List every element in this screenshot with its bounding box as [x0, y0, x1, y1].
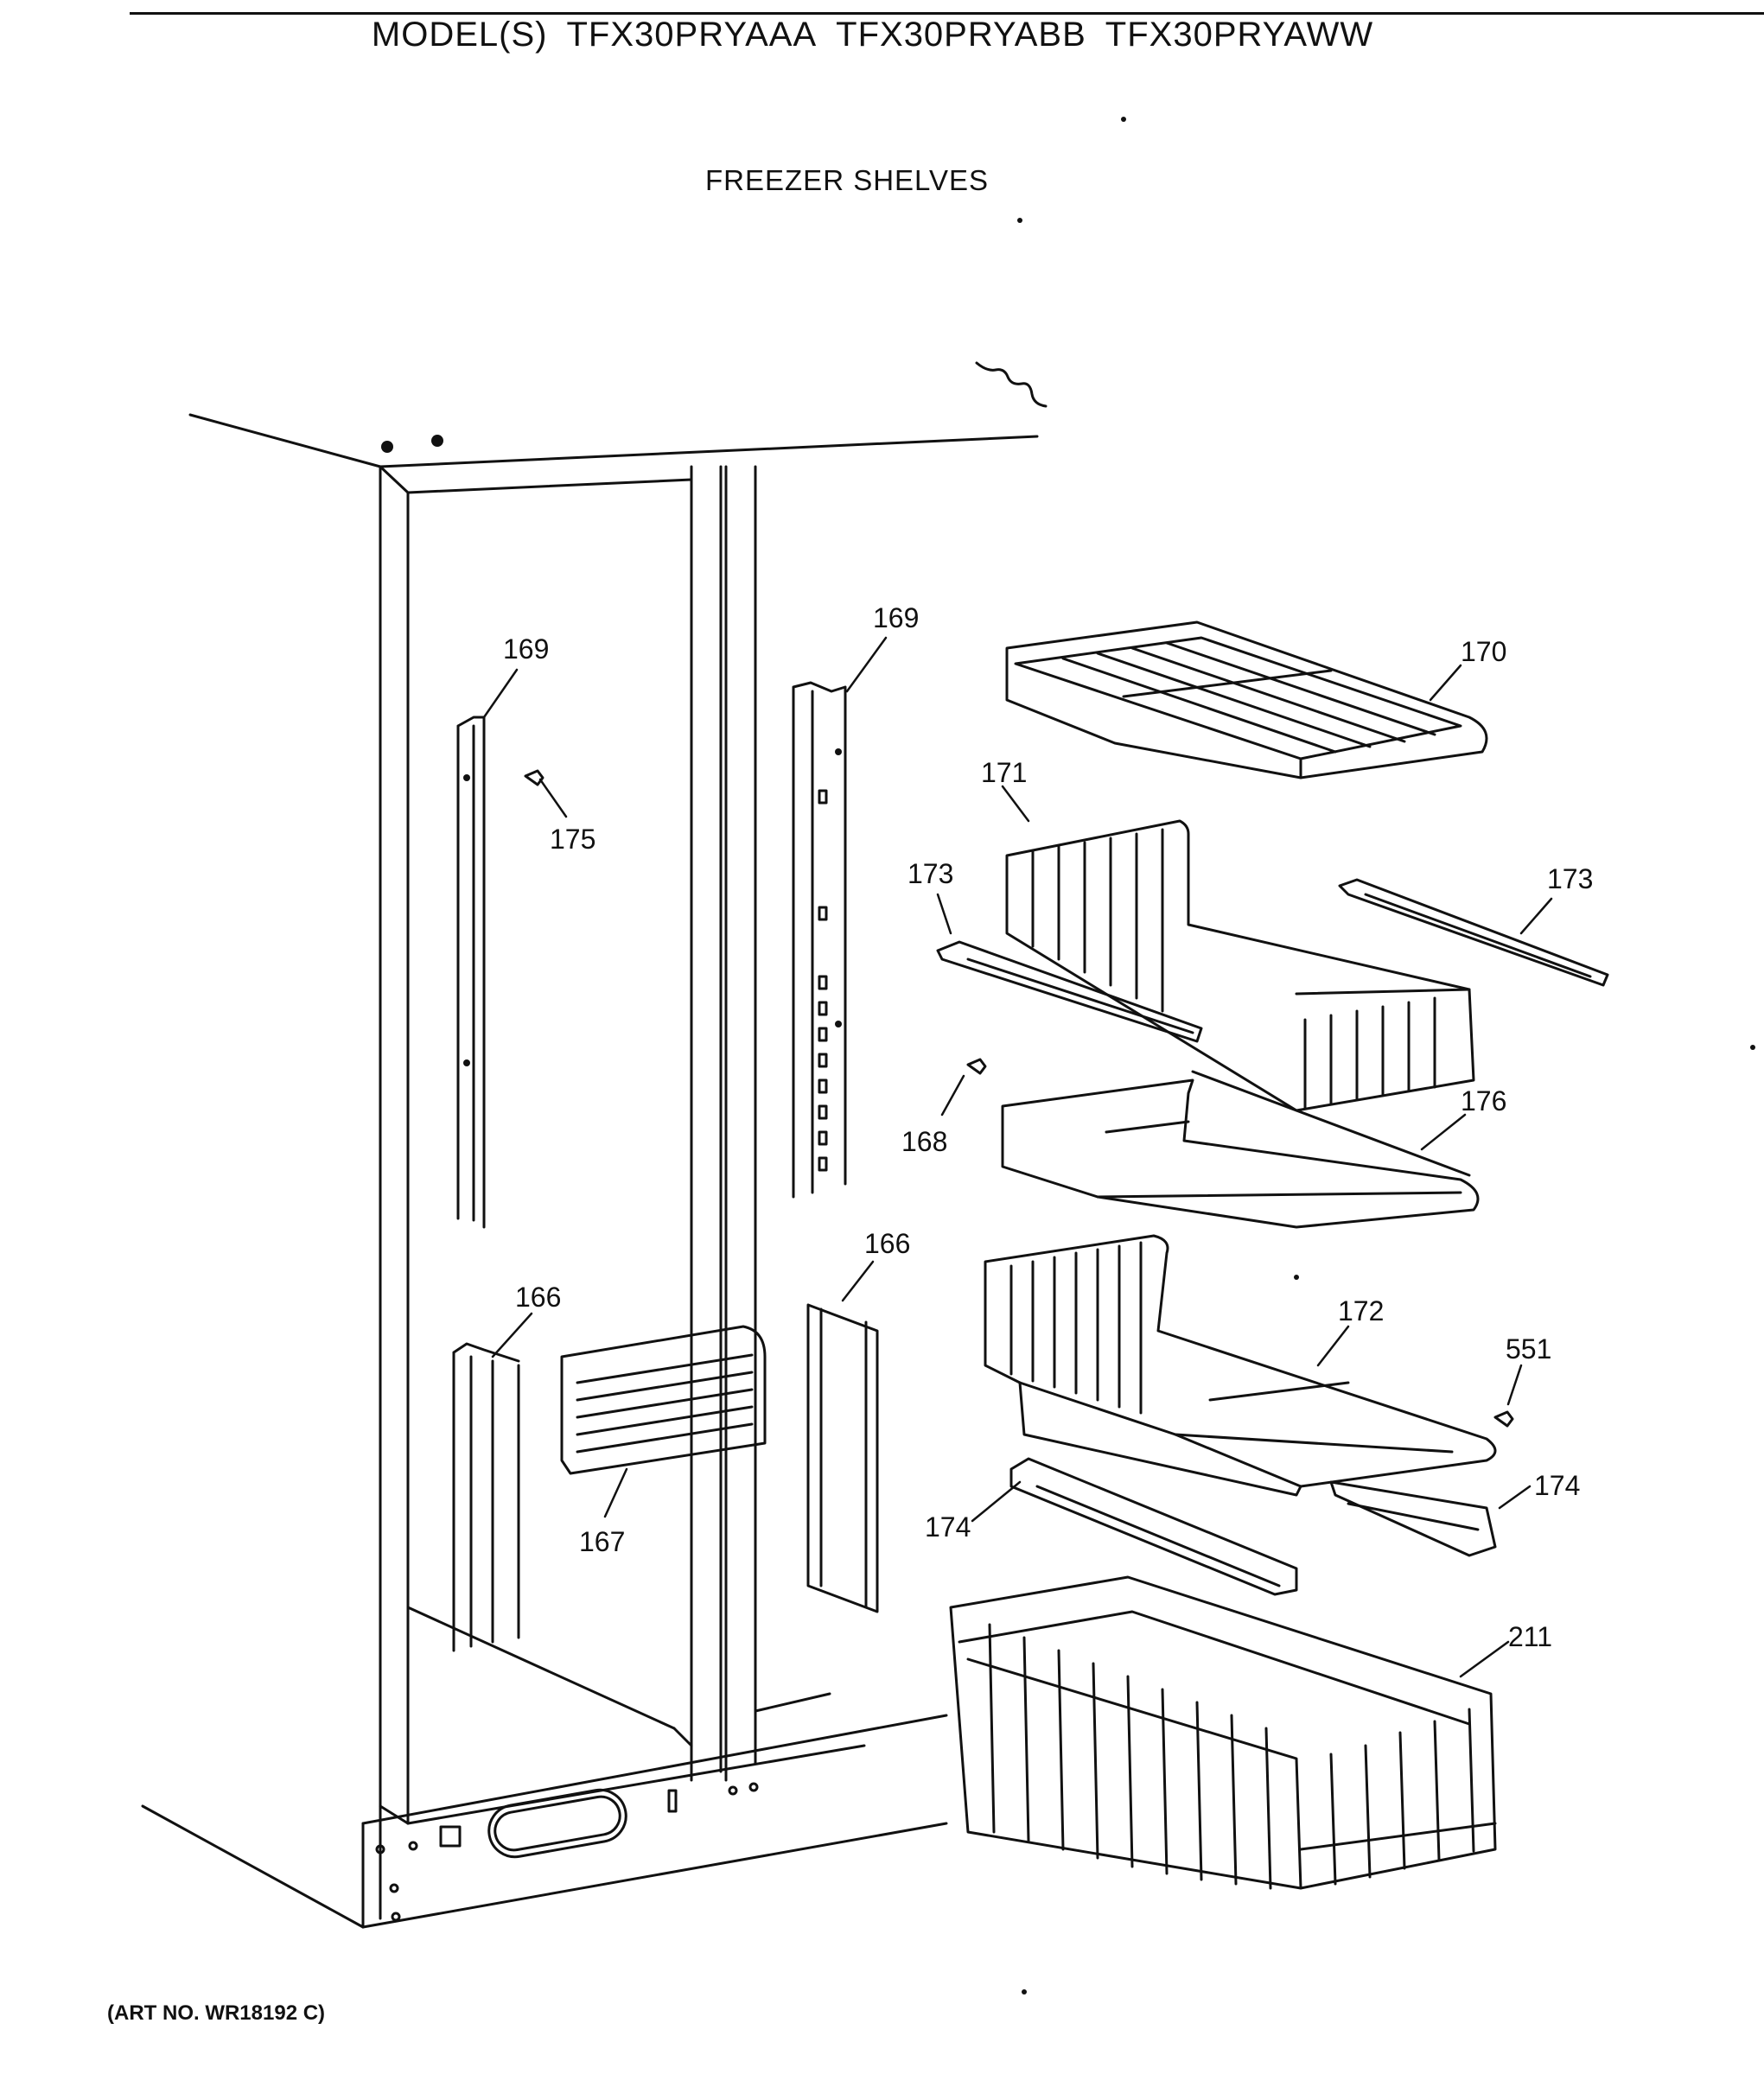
callout-169-right: 169: [873, 602, 919, 633]
callout-labels: 169 169 175 170 171 173 173 168 176 166 …: [503, 602, 1593, 1652]
part-551-screw: [1493, 1410, 1514, 1428]
header-rule: [130, 12, 1764, 15]
part-172-shelf-basket: [984, 1234, 1497, 1497]
callout-551: 551: [1506, 1333, 1551, 1365]
callout-169-left: 169: [503, 633, 549, 665]
callout-172: 172: [1338, 1295, 1384, 1326]
callout-173-right: 173: [1547, 863, 1593, 894]
part-173-left-slide: [936, 940, 1203, 1043]
part-173-right-slide: [1338, 878, 1609, 987]
part-166-right-channel: [806, 1303, 879, 1613]
callout-166-right: 166: [864, 1228, 910, 1259]
model-header: MODEL(S) TFX30PRYAAA TFX30PRYABB TFX30PRYAW…: [0, 16, 1764, 54]
part-211-bottom-basket: [949, 1575, 1497, 1890]
callout-171: 171: [981, 757, 1027, 788]
part-167-vent-cover: [560, 1325, 767, 1475]
cabinet: [141, 361, 1048, 1929]
part-168-screw: [966, 1058, 987, 1075]
part-169-right-rail: [792, 681, 847, 1199]
callout-170: 170: [1461, 636, 1506, 667]
part-174-left-slide: [1009, 1457, 1298, 1596]
callout-167: 167: [579, 1526, 625, 1557]
section-title: FREEZER SHELVES: [705, 164, 989, 196]
part-174-right-slide: [1329, 1480, 1497, 1557]
callout-175: 175: [550, 824, 595, 855]
model-prefix: MODEL(S): [371, 16, 548, 54]
callout-174-right: 174: [1534, 1470, 1580, 1501]
part-176-shelf-frame: [1001, 1070, 1480, 1229]
callout-166-left: 166: [515, 1282, 561, 1313]
part-171-wire-basket: [1005, 819, 1475, 1112]
model-number-3: TFX30PRYAWW: [1105, 16, 1374, 54]
part-166-left-channel: [452, 1342, 520, 1652]
part-170-shelf: [1005, 620, 1488, 779]
model-number-1: TFX30PRYAAA: [566, 16, 818, 54]
callout-176: 176: [1461, 1085, 1506, 1117]
art-number: (ART NO. WR18192 C): [107, 2001, 326, 2025]
callout-173-left: 173: [907, 858, 953, 889]
part-169-left-rail: [456, 716, 486, 1229]
callout-211: 211: [1508, 1621, 1552, 1652]
callout-168: 168: [901, 1126, 947, 1157]
model-number-2: TFX30PRYABB: [836, 16, 1086, 54]
leader-lines: [482, 636, 1553, 1678]
scan-specks: [1017, 117, 1755, 1994]
part-175-screw: [524, 769, 544, 786]
callout-174-left: 174: [925, 1511, 971, 1543]
